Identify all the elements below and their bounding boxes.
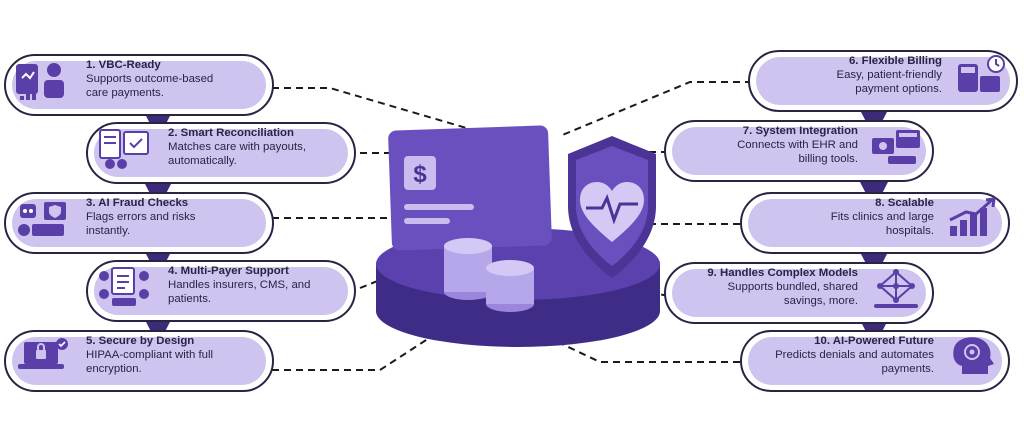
growth-chart-icon	[949, 197, 996, 236]
card-title: 1. VBC-Ready	[86, 59, 161, 71]
card-title: 9. Handles Complex Models	[707, 267, 858, 279]
card-title: 5. Secure by Design	[86, 335, 195, 347]
card-title: 8. Scalable	[875, 197, 934, 209]
card-text: 5. Secure by Design HIPAA-compliant with…	[86, 334, 264, 376]
credit-card-icon: $	[388, 125, 552, 251]
card-title: 6. Flexible Billing	[848, 55, 942, 67]
feature-card-1: 1. VBC-Ready Supports outcome-based care…	[4, 54, 274, 116]
card-text: 7. System Integration Connects with EHR …	[676, 124, 858, 166]
card-description: Easy, patient-friendly payment options.	[836, 69, 942, 95]
feature-card-7: 7. System Integration Connects with EHR …	[664, 120, 934, 182]
card-title: 2. Smart Reconciliation	[168, 127, 294, 139]
card-title: 7. System Integration	[742, 125, 858, 137]
svg-text:$: $	[413, 161, 427, 188]
feature-card-5: 5. Secure by Design HIPAA-compliant with…	[4, 330, 274, 392]
card-pill	[94, 267, 348, 315]
card-description: Handles insurers, CMS, and patients.	[168, 279, 311, 305]
card-text: 4. Multi-Payer Support Handles insurers,…	[168, 264, 346, 306]
feature-card-8: 8. Scalable Fits clinics and large hospi…	[740, 192, 1010, 254]
feature-card-10: 10. AI-Powered Future Predicts denials a…	[740, 330, 1010, 392]
heart-shield-icon	[568, 136, 656, 278]
card-description: Connects with EHR and billing tools.	[737, 139, 858, 165]
card-title: 10. AI-Powered Future	[814, 335, 934, 347]
card-description: Predicts denials and automates payments.	[775, 349, 934, 375]
card-description: Supports bundled, shared savings, more.	[727, 281, 858, 307]
feature-card-3: 3. AI Fraud Checks Flags errors and risk…	[4, 192, 274, 254]
document-reconcile-icon	[99, 129, 149, 169]
card-title: 3. AI Fraud Checks	[86, 197, 189, 209]
card-connector	[860, 182, 888, 194]
card-text: 1. VBC-Ready Supports outcome-based care…	[86, 58, 264, 100]
card-text: 6. Flexible Billing Easy, patient-friend…	[760, 54, 942, 96]
card-description: Fits clinics and large hospitals.	[830, 211, 934, 237]
robot-shield-icon	[18, 202, 66, 236]
card-pill	[672, 269, 926, 317]
card-text: 3. AI Fraud Checks Flags errors and risk…	[86, 196, 264, 238]
card-description: HIPAA-compliant with full encryption.	[86, 349, 214, 375]
card-text: 2. Smart Reconciliation Matches care wit…	[168, 126, 346, 168]
billing-calculator-icon	[958, 55, 1005, 92]
feature-card-4: 4. Multi-Payer Support Handles insurers,…	[86, 260, 356, 322]
card-text: 9. Handles Complex Models Supports bundl…	[676, 266, 858, 308]
payers-icon	[99, 267, 149, 306]
card-connector	[144, 182, 172, 194]
card-connector	[860, 252, 888, 264]
card-description: Supports outcome-based care payments.	[86, 73, 214, 99]
central-illustration: $	[376, 125, 660, 347]
network-model-icon	[874, 269, 918, 308]
coin-stack-icon	[444, 238, 534, 312]
feature-card-9: 9. Handles Complex Models Supports bundl…	[664, 262, 934, 324]
card-text: 10. AI-Powered Future Predicts denials a…	[752, 334, 934, 376]
secure-laptop-icon	[18, 338, 68, 369]
card-connector	[860, 110, 888, 122]
card-title: 4. Multi-Payer Support	[168, 265, 289, 277]
integration-screens-icon	[872, 130, 920, 164]
card-pill	[748, 199, 1002, 247]
feature-card-2: 2. Smart Reconciliation Matches care wit…	[86, 122, 356, 184]
card-description: Flags errors and risks instantly.	[86, 211, 196, 237]
clinician-chart-icon	[16, 63, 64, 100]
ai-head-icon	[953, 337, 994, 374]
card-text: 8. Scalable Fits clinics and large hospi…	[752, 196, 934, 238]
feature-card-6: 6. Flexible Billing Easy, patient-friend…	[748, 50, 1018, 112]
card-description: Matches care with payouts, automatically…	[168, 141, 307, 167]
